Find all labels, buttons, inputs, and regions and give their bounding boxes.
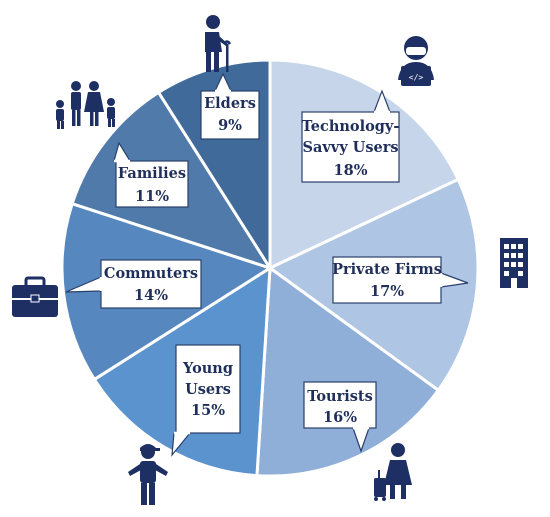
slice-label: Families xyxy=(118,165,186,182)
young-person-cap-icon xyxy=(128,444,168,505)
slice-label: Young xyxy=(182,360,233,377)
callout-4: Commuters 14% xyxy=(65,259,202,309)
callout-6: Elders 9% xyxy=(200,72,260,140)
callout-box xyxy=(332,256,442,304)
pie-slice-2 xyxy=(255,265,441,478)
callout-pointer xyxy=(440,272,469,288)
callout-box xyxy=(303,381,377,429)
elder-cane-icon xyxy=(205,15,232,72)
slice-callouts: Technology- Savvy Users 18% Private Firms 17… xyxy=(65,72,469,457)
slice-label: Tourists xyxy=(307,388,373,405)
traveler-luggage-icon xyxy=(374,443,412,501)
office-building-icon xyxy=(500,238,528,288)
slice-value-label: 9% xyxy=(218,117,242,134)
slice-label: Private Firms xyxy=(332,261,442,278)
slice-value-label: 17% xyxy=(370,283,404,300)
callout-5: Families 11% xyxy=(113,141,189,208)
callout-box xyxy=(175,344,241,434)
briefcase-icon xyxy=(12,276,58,317)
callout-pointer xyxy=(373,89,391,113)
callout-pointer xyxy=(113,141,131,162)
slice-label: Users xyxy=(185,381,231,398)
callout-pointer xyxy=(65,276,102,293)
slice-label: Elders xyxy=(204,95,256,112)
callout-1: Private Firms 17% xyxy=(332,256,469,304)
slice-label: Commuters xyxy=(104,265,198,282)
slice-value-label: 16% xyxy=(323,409,357,426)
callout-pointer xyxy=(171,432,191,457)
callout-box xyxy=(115,160,189,208)
callout-box xyxy=(301,111,400,183)
slice-value-label: 15% xyxy=(191,402,225,419)
programmer-laptop-icon: </> xyxy=(398,36,434,86)
slice-label: Technology- xyxy=(302,118,400,135)
slice-label: Savvy Users xyxy=(302,139,398,156)
family-icon xyxy=(56,81,115,129)
callout-2: Tourists 16% xyxy=(303,381,377,453)
slice-value-label: 11% xyxy=(135,188,169,205)
callout-pointer xyxy=(214,72,232,92)
callout-0: Technology- Savvy Users 18% xyxy=(301,89,400,183)
svg-text:</>: </> xyxy=(409,73,424,82)
slice-value-label: 18% xyxy=(334,162,368,179)
slice-value-label: 14% xyxy=(134,287,168,304)
callout-pointer xyxy=(352,427,370,453)
